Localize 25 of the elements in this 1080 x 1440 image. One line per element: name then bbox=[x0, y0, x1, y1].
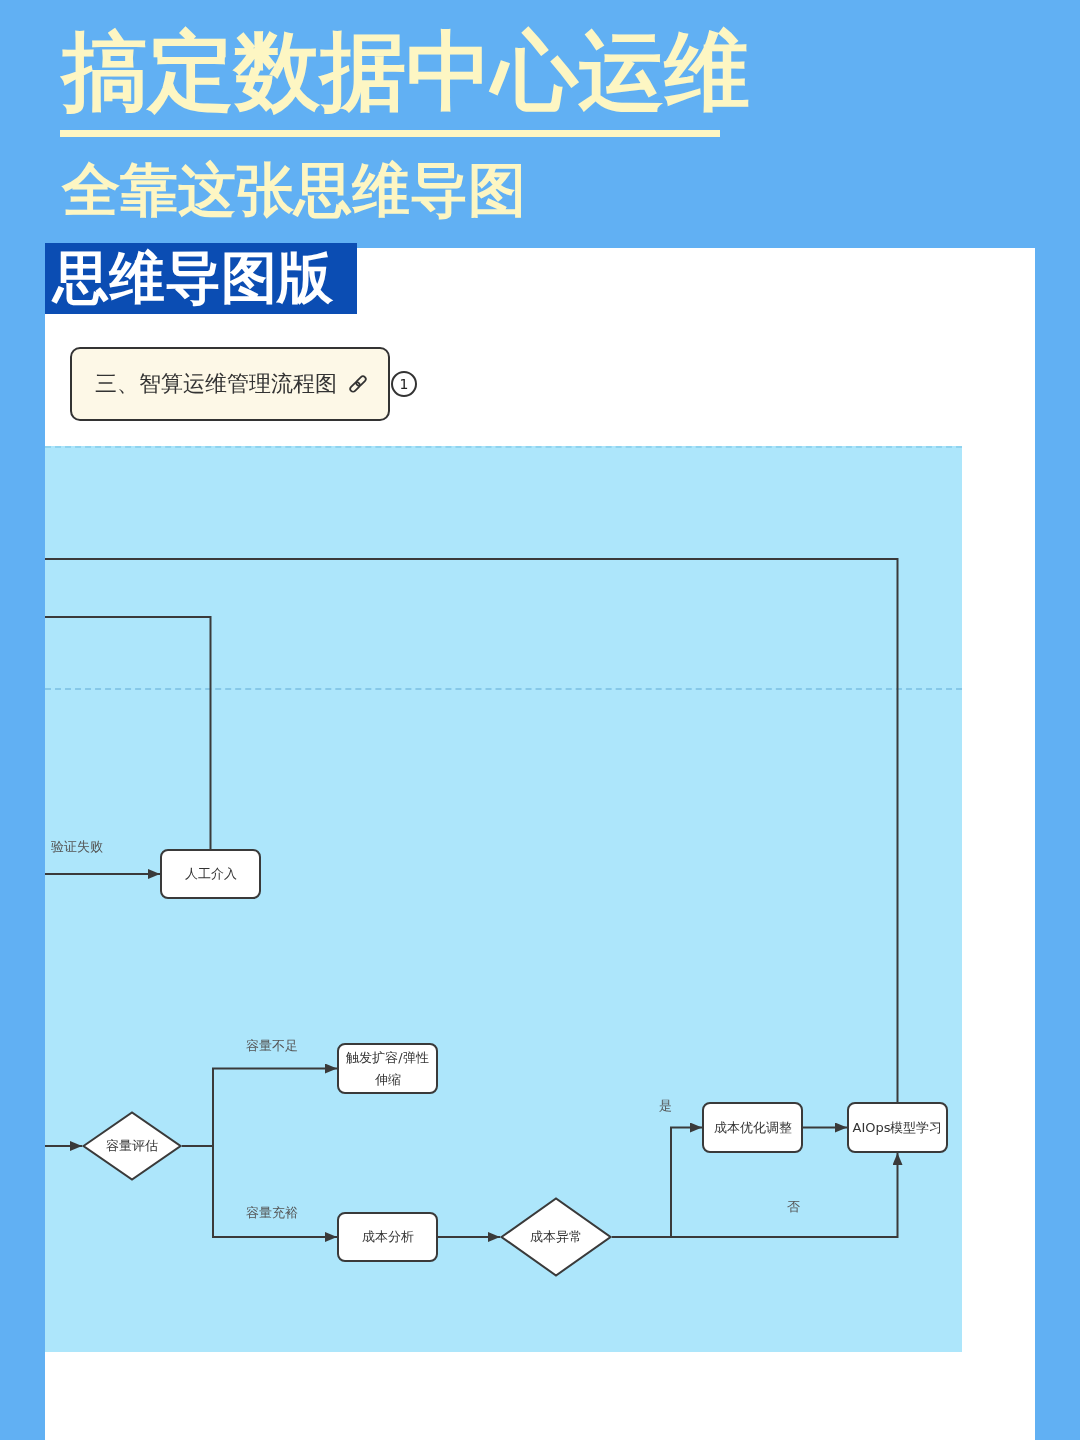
subtitle: 全靠这张思维导图 bbox=[62, 155, 526, 226]
edge-label: 容量不足 bbox=[245, 1037, 299, 1055]
arrow bbox=[611, 1152, 903, 1238]
arrow bbox=[181, 1145, 338, 1242]
arrow bbox=[44, 869, 161, 879]
arrow bbox=[802, 1122, 848, 1133]
edge-label: 容量充裕 bbox=[245, 1204, 299, 1222]
edge-label: 验证失败 bbox=[50, 838, 104, 856]
title: 搞定数据中心运维 bbox=[62, 20, 750, 123]
arrow bbox=[437, 1232, 501, 1242]
topic-title: 三、智算运维管理流程图 bbox=[95, 370, 337, 398]
banner: 思维导图版 bbox=[45, 243, 357, 314]
edge-label: 是 bbox=[658, 1097, 673, 1115]
decision-diamond: 容量评估 bbox=[82, 1111, 182, 1181]
edge-label: 否 bbox=[786, 1198, 801, 1216]
connector-line bbox=[44, 616, 212, 850]
topic-box bbox=[70, 347, 390, 421]
connector-line bbox=[44, 558, 899, 1103]
process-box: 触发扩容/弹性伸缩 bbox=[337, 1043, 438, 1094]
decision-diamond: 成本异常 bbox=[500, 1197, 612, 1277]
process-box: 人工介入 bbox=[160, 849, 261, 899]
process-box: 成本优化调整 bbox=[702, 1102, 803, 1153]
process-box: 成本分析 bbox=[337, 1212, 438, 1262]
process-box: AIOps模型学习 bbox=[847, 1102, 948, 1153]
arrow bbox=[44, 1141, 83, 1151]
